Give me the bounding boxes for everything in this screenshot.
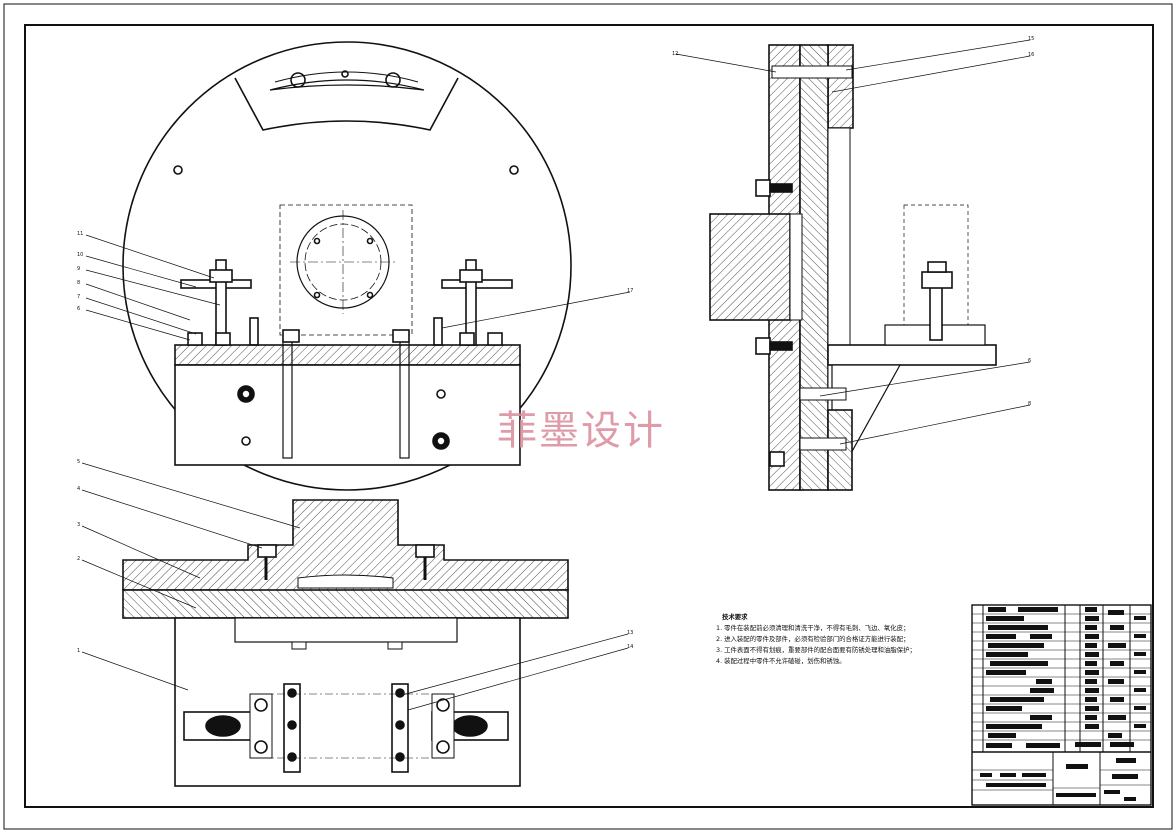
technical-requirements: 技术要求 1. 零件在装配前必须清理和清洗干净，不得有毛刺、飞边、氧化皮； 2.… — [716, 612, 956, 667]
callout-label: 15 — [1028, 36, 1034, 42]
callout-label: 8 — [77, 280, 80, 286]
callout-label: 8 — [1028, 401, 1031, 407]
callout-label: 10 — [77, 252, 83, 258]
top-view — [122, 41, 572, 491]
callout-label: 4 — [77, 486, 80, 492]
callout-label: 16 — [1028, 52, 1034, 58]
notes-title: 技术要求 — [722, 613, 748, 621]
note-item: 1. 零件在装配前必须清理和清洗干净，不得有毛刺、飞边、氧化皮； — [716, 624, 910, 632]
callout-label: 2 — [77, 556, 80, 562]
callout-label: 17 — [627, 288, 633, 294]
watermark: 菲墨设计 — [497, 408, 665, 454]
title-block-fill — [980, 607, 1146, 801]
note-item: 4. 装配过程中零件不允许磕碰，划伤和锈蚀。 — [716, 657, 846, 665]
callout-label: 11 — [77, 231, 83, 237]
note-item: 2. 进入装配的零件及部件，必须有检验部门的合格证方能进行装配； — [716, 635, 910, 643]
callout-numbers: 11 10 9 8 7 6 17 5 4 3 2 1 13 14 12 15 1… — [77, 36, 1034, 654]
note-item: 3. 工件表面不得有划痕，重要部件的配合面要有防锈处理和油脂保护； — [716, 646, 916, 654]
callout-label: 6 — [1028, 358, 1031, 364]
callout-label: 1 — [77, 648, 80, 654]
callout-label: 7 — [77, 294, 80, 300]
front-view — [122, 499, 569, 787]
callout-label: 9 — [77, 266, 80, 272]
outer-border — [3, 3, 1173, 830]
title-block — [971, 604, 1152, 806]
callout-label: 3 — [77, 522, 80, 528]
callout-label: 12 — [672, 51, 678, 57]
callout-label: 14 — [627, 644, 633, 650]
top-view-leaders — [85, 234, 631, 341]
callout-label: 13 — [627, 630, 633, 636]
side-view — [709, 44, 997, 491]
callout-label: 5 — [77, 459, 80, 465]
front-view-leaders — [81, 462, 629, 711]
callout-label: 6 — [77, 306, 80, 312]
inner-border — [24, 24, 1154, 808]
side-view-leaders — [675, 39, 1031, 445]
